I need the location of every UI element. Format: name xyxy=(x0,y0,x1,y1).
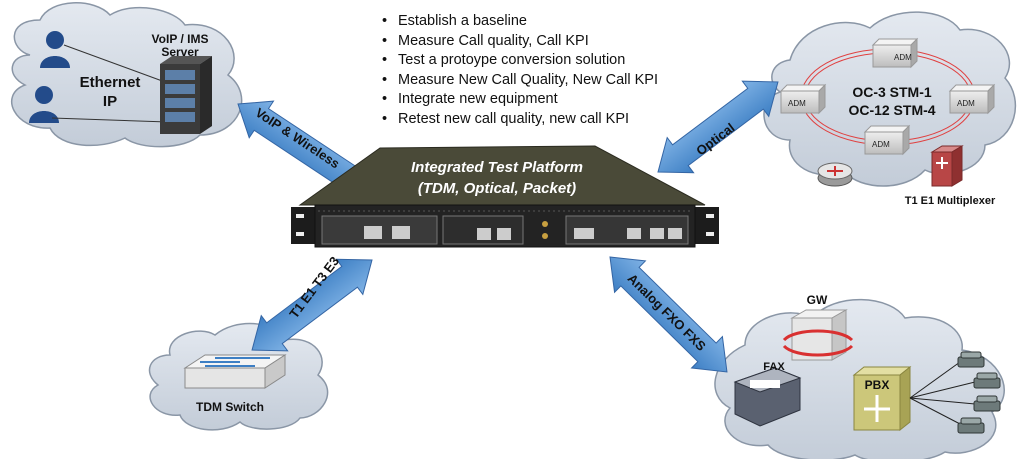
phone-icon xyxy=(973,395,1001,412)
optical-ring-label-2: OC-12 STM-4 xyxy=(848,102,936,118)
adm-label: ADM xyxy=(872,140,890,149)
test-step-item: Retest new call quality, new call KPI xyxy=(382,110,658,130)
multiplexer-label: T1 E1 Multiplexer xyxy=(904,195,996,207)
test-platform-device xyxy=(291,204,719,248)
phone-icon xyxy=(973,372,1001,389)
ethernet-ip-label: Ethernet IP xyxy=(79,74,141,110)
tdm-switch-label: TDM Switch xyxy=(196,400,264,414)
test-step-item: Measure Call quality, Call KPI xyxy=(382,32,658,52)
router-icon xyxy=(817,162,853,187)
voip-ims-server-label: VoIP / IMS Server xyxy=(151,32,209,59)
arrow-optical xyxy=(657,80,779,174)
fax-icon xyxy=(733,367,802,427)
adm-label: ADM xyxy=(788,99,806,108)
test-step-item: Integrate new equipment xyxy=(382,90,658,110)
adm-label: ADM xyxy=(957,99,975,108)
tdm-switch-icon xyxy=(183,354,287,389)
pbx-label: PBX xyxy=(864,378,890,392)
platform-roof xyxy=(298,145,706,206)
fax-label: FAX xyxy=(763,361,785,373)
pbx-icon xyxy=(852,365,912,432)
server-icon xyxy=(160,56,212,134)
optical-ring-label-1: OC-3 STM-1 xyxy=(852,84,932,100)
user-icon xyxy=(29,86,59,123)
adm-label: ADM xyxy=(894,53,912,62)
arrow-analog-fxo-fxs xyxy=(609,256,728,373)
test-steps-list: Establish a baseline Measure Call qualit… xyxy=(382,12,658,130)
arrow-t1-e1-t3-e3 xyxy=(251,258,373,352)
platform-subtitle: (TDM, Optical, Packet) xyxy=(418,180,576,197)
multiplexer-icon xyxy=(930,145,964,187)
phone-icon xyxy=(957,351,985,368)
gateway-label: GW xyxy=(806,293,828,307)
phone-lines xyxy=(909,361,976,426)
user-icon xyxy=(40,31,70,68)
gateway-icon xyxy=(782,309,854,361)
test-step-item: Establish a baseline xyxy=(382,12,658,32)
optical-cloud xyxy=(763,11,1017,187)
platform-title: Integrated Test Platform xyxy=(411,159,583,176)
phone-icon xyxy=(957,417,985,434)
arrow-label-analog: Analog FXO FXS xyxy=(625,271,709,354)
test-step-item: Measure New Call Quality, New Call KPI xyxy=(382,71,658,91)
test-step-item: Test a protoype conversion solution xyxy=(382,51,658,71)
